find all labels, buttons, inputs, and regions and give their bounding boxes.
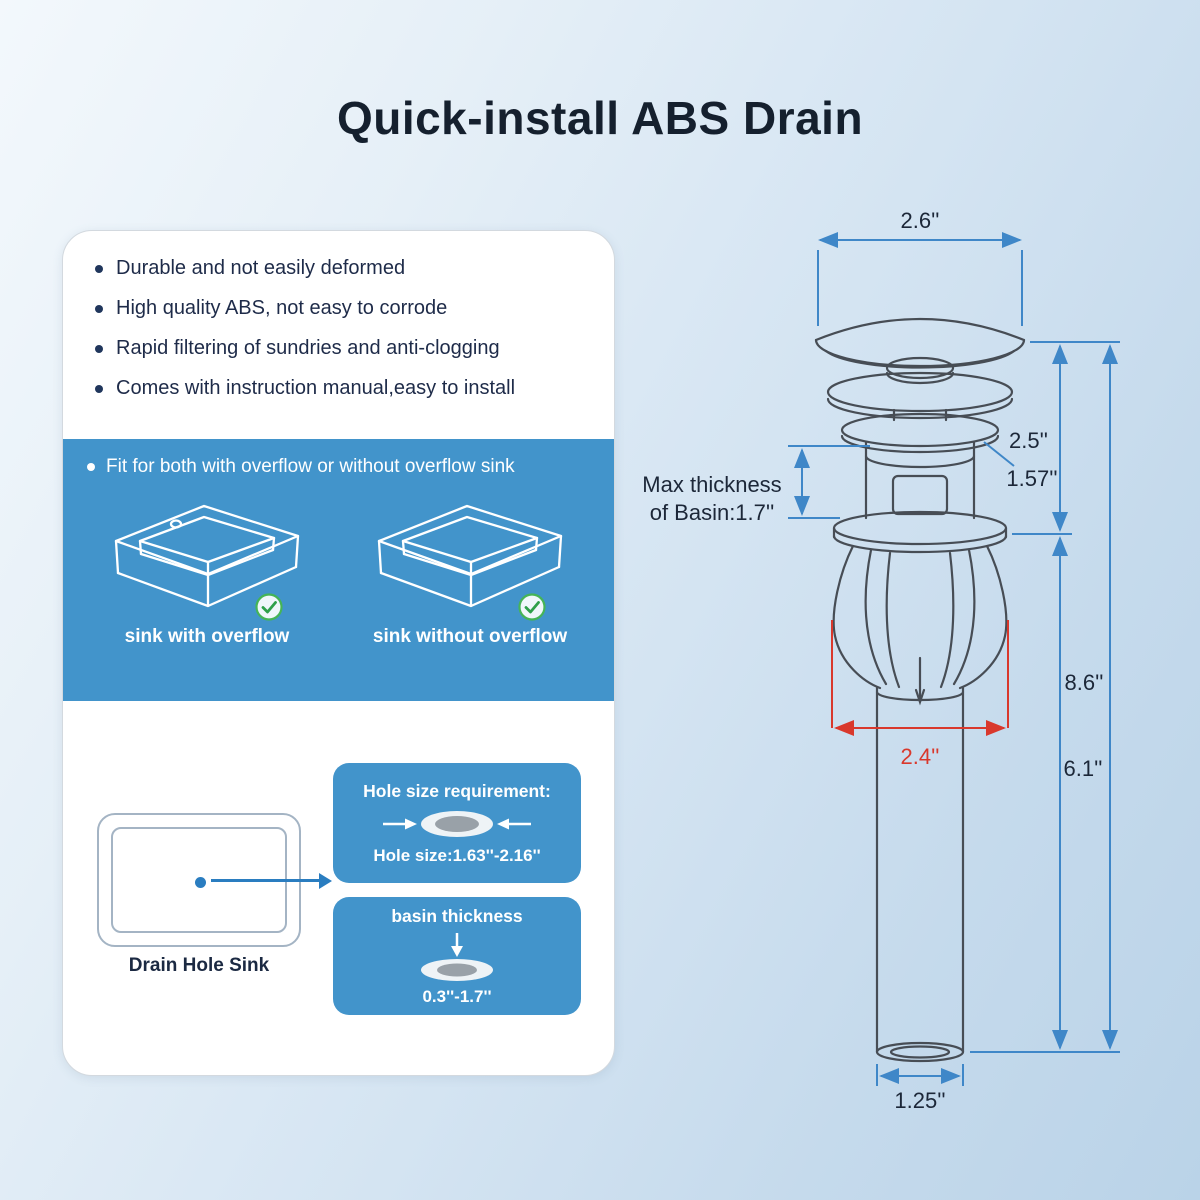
sink-box-drawing	[114, 504, 300, 608]
drain-gasket	[840, 412, 1000, 448]
thread-diameter-label: 1.57''	[1006, 466, 1057, 491]
drain-threaded-body	[864, 440, 976, 520]
pipe-width-label: 1.25''	[894, 1088, 945, 1113]
drain-neck	[885, 356, 955, 380]
feature-text: Durable and not easily deformed	[116, 257, 406, 279]
feature-item: Durable and not easily deformed	[95, 257, 594, 280]
dimension-lines	[788, 232, 1120, 1086]
drain-flange	[826, 371, 1014, 413]
overflow-heading: Fit for both with overflow or without ov…	[63, 439, 614, 480]
feature-text: High quality ABS, not easy to corrode	[116, 297, 448, 319]
hole-size-box: Hole size requirement: Hole size:1.63''-…	[333, 763, 581, 883]
check-icon	[518, 593, 546, 621]
sink-without-overflow-label: sink without overflow	[372, 626, 568, 647]
strainer-width-label: 2.4''	[901, 744, 940, 769]
hole-size-illustration	[383, 810, 531, 837]
check-icon	[255, 593, 283, 621]
dimension-labels: 2.6'' 2.5'' 1.57'' Max thickness of Basi…	[642, 208, 1103, 1113]
drain-hole-dot	[195, 877, 206, 888]
basin-thickness-box: basin thickness 0.3''-1.7''	[333, 897, 581, 1015]
max-thickness-label-line1: Max thickness	[642, 472, 781, 497]
drain-dimension-diagram: 2.6'' 2.5'' 1.57'' Max thickness of Basi…	[642, 208, 1120, 1113]
bullet-icon	[95, 345, 103, 353]
bullet-icon	[95, 265, 103, 273]
drain-hole-sink-caption: Drain Hole Sink	[128, 955, 270, 976]
drain-cap	[814, 317, 1026, 342]
bullet-icon	[87, 463, 95, 471]
overflow-heading-text: Fit for both with overflow or without ov…	[106, 456, 515, 477]
feature-text: Comes with instruction manual,easy to in…	[116, 377, 516, 399]
overflow-section: Fit for both with overflow or without ov…	[63, 439, 614, 701]
sink-without-overflow-illustration	[365, 486, 575, 622]
basin-thickness-illustration	[421, 932, 493, 981]
page-title: Quick-install ABS Drain	[336, 91, 864, 144]
sink-without-overflow-column: sink without overflow	[358, 486, 583, 648]
feature-text: Rapid filtering of sundries and anti-clo…	[116, 337, 500, 359]
drain-tailpipe	[875, 686, 965, 1054]
upper-height-label: 2.5''	[1009, 428, 1048, 453]
strainer-width-dimension	[831, 620, 1009, 736]
sink-illustrations-row: sink with overflow	[63, 486, 614, 648]
sink-with-overflow-illustration	[102, 486, 312, 622]
feature-item: High quality ABS, not easy to corrode	[95, 297, 594, 320]
drain-outline	[814, 317, 1026, 1063]
feature-list: Durable and not easily deformed High qua…	[95, 257, 594, 417]
sink-with-overflow-label: sink with overflow	[124, 626, 290, 647]
drain-locknut	[832, 510, 1008, 546]
max-thickness-label-line2: of Basin:1.7''	[650, 500, 775, 525]
hole-size-title: Hole size requirement:	[363, 780, 551, 801]
connector-line	[211, 879, 319, 882]
lower-height-label: 6.1''	[1064, 756, 1103, 781]
connector-arrow-icon	[319, 873, 332, 889]
overflow-hole	[169, 519, 183, 529]
sink-box-drawing	[377, 504, 563, 608]
bullet-icon	[95, 385, 103, 393]
bullet-icon	[95, 305, 103, 313]
basin-thickness-title: basin thickness	[391, 905, 523, 926]
feature-item: Comes with instruction manual,easy to in…	[95, 377, 594, 400]
feature-item: Rapid filtering of sundries and anti-clo…	[95, 337, 594, 360]
drain-strainer	[832, 544, 882, 690]
basin-thickness-value: 0.3''-1.7''	[422, 986, 492, 1006]
total-height-label: 8.6''	[1065, 670, 1104, 695]
sink-with-overflow-column: sink with overflow	[95, 486, 320, 648]
feature-card: Durable and not easily deformed High qua…	[62, 230, 615, 1076]
cap-width-label: 2.6''	[901, 208, 940, 233]
overflow-window	[891, 474, 949, 516]
hole-size-value: Hole size:1.63''-2.16''	[373, 845, 541, 865]
